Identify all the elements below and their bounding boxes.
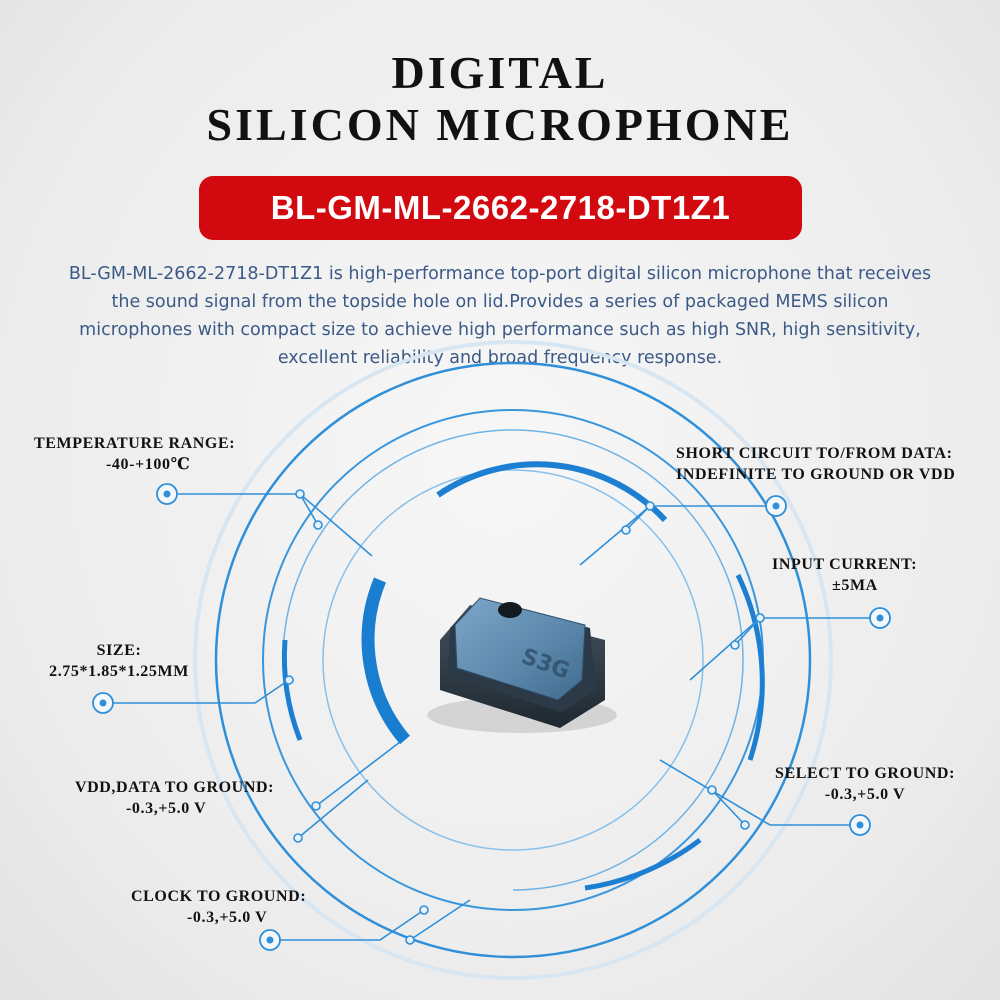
target-icon [849, 814, 871, 836]
model-badge: BL-GM-ML-2662-2718-DT1Z1 [199, 176, 802, 240]
spec-temperature: TEMPERATURE RANGE: -40-+100℃ [34, 435, 236, 473]
accent-arc-left [361, 577, 410, 745]
halo-ring [193, 340, 833, 980]
sound-port [498, 602, 522, 618]
target-icon [259, 929, 281, 951]
microphone-chip: S3G [427, 597, 617, 733]
leader-select-tick [711, 789, 746, 826]
accent-arc-top [436, 461, 668, 523]
leader-select [659, 759, 860, 826]
target-icon [765, 495, 787, 517]
spec-input-current: INPUT CURRENT: ±5MA [772, 556, 918, 594]
outer-ring [214, 361, 812, 959]
target-icon [156, 483, 178, 505]
leader-clock-b [409, 899, 471, 941]
leader-short [579, 505, 776, 566]
inner-ring-arc [282, 429, 744, 891]
leader-size [103, 679, 290, 704]
leader-temperature-tick [299, 493, 319, 526]
leader-input-tick [734, 617, 761, 646]
leader-clock [270, 909, 425, 941]
title-line-2: SILICON MICROPHONE [206, 99, 794, 150]
inner-ring [322, 469, 704, 851]
leader-vdd-b [297, 779, 369, 839]
leader-input [689, 617, 880, 681]
leader-temperature [178, 493, 373, 557]
target-icons [92, 483, 891, 951]
accent-arc-right [735, 573, 765, 761]
leader-short-tick [625, 505, 651, 531]
spec-size: SIZE: 2.75*1.85*1.25MM [49, 642, 189, 680]
spec-clock: CLOCK TO GROUND: -0.3,+5.0 V [131, 888, 307, 926]
spec-vdd-data: VDD,DATA TO GROUND: -0.3,+5.0 V [74, 779, 275, 817]
product-description: BL-GM-ML-2662-2718-DT1Z1 is high-perform… [68, 264, 932, 368]
accent-arc-leftouter [281, 639, 303, 741]
accent-arc-bottom [584, 838, 702, 891]
spec-select: SELECT TO GROUND: -0.3,+5.0 V [774, 765, 956, 803]
title-line-1: DIGITAL [391, 47, 609, 98]
leader-vdd [315, 741, 401, 807]
target-icon [92, 692, 114, 714]
spec-short-circuit: SHORT CIRCUIT TO/FROM DATA: INDEFINITE T… [676, 445, 956, 483]
target-icon [869, 607, 891, 629]
